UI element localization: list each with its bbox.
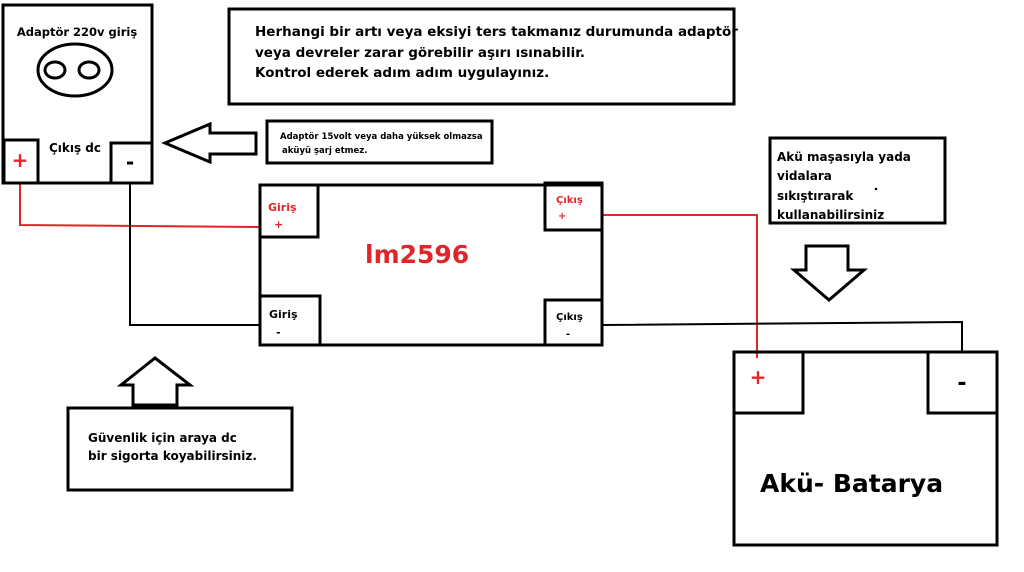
adapter-minus-sign: - [126, 150, 134, 174]
terminal-sign: - [566, 329, 570, 340]
output-plus-terminal [543, 181, 604, 232]
adapter-title: Adaptör 220v giriş [17, 25, 137, 39]
battery-minus-sign: - [957, 371, 966, 396]
warning-box: Herhangi bir artı veya eksiyi ters takma… [227, 7, 738, 106]
note-line: kullanabilirsiniz [777, 208, 884, 222]
terminal-sign: - [276, 326, 281, 339]
input-minus-terminal [258, 294, 322, 347]
terminal-label: Çıkış [556, 195, 583, 206]
output-minus-terminal [543, 298, 604, 347]
arrow-up-icon [116, 356, 195, 407]
battery: + - Akü- Batarya [732, 350, 999, 547]
adapter-plus-sign: + [12, 148, 29, 172]
fuse-note: Güvenlik için araya dc bir sigorta koyab… [66, 406, 294, 492]
battery-plus-sign: + [750, 365, 767, 389]
positive-wire-input [19, 183, 261, 228]
power-socket-icon [36, 42, 114, 98]
terminal-label: Giriş [269, 308, 298, 321]
adapter-minus-terminal [109, 141, 154, 185]
note-line: Adaptör 15volt veya daha yüksek olmazsa [280, 132, 483, 142]
terminal-sign: + [274, 218, 283, 231]
clamp-note: Akü maşasıyla yada vidalara sıkıştırarak… [768, 136, 947, 225]
adapter-output-label: Çıkış dc [49, 141, 101, 155]
warning-line: Kontrol ederek adım adım uygulayınız. [255, 65, 549, 81]
battery-title: Akü- Batarya [760, 469, 943, 498]
adapter: Adaptör 220v giriş Çıkış dc + - [1, 3, 154, 185]
terminal-label: Giriş [268, 201, 297, 214]
terminal-sign: + [558, 211, 566, 222]
arrow-left-icon [161, 121, 258, 165]
battery-plus-terminal [732, 350, 805, 415]
warning-line: veya devreler zarar görebilir aşırı ısın… [255, 45, 585, 61]
note-line: Akü maşasıyla yada [777, 150, 911, 164]
note-line: bir sigorta koyabilirsiniz. [88, 449, 257, 463]
adapter-plus-terminal [2, 138, 40, 185]
note-line: Güvenlik için araya dc [88, 431, 237, 445]
module-name: lm2596 [365, 240, 469, 269]
battery-minus-terminal [926, 350, 999, 415]
negative-wire-input [129, 183, 260, 326]
input-plus-terminal [258, 183, 320, 239]
lm2596-module: lm2596 Giriş + Çıkış + Giriş - Çıkış - [258, 181, 604, 347]
negative-wire-output [601, 320, 963, 352]
terminal-label: Çıkış [556, 312, 583, 323]
arrow-down-icon [789, 244, 869, 302]
note-line: aküyü şarj etmez. [282, 146, 367, 156]
warning-line: Herhangi bir artı veya eksiyi ters takma… [255, 24, 738, 40]
adapter-voltage-note: Adaptör 15volt veya daha yüksek olmazsa … [265, 119, 494, 165]
positive-wire-output [602, 214, 758, 358]
note-line: vidalara [777, 169, 832, 183]
note-line: sıkıştırarak [777, 189, 854, 203]
